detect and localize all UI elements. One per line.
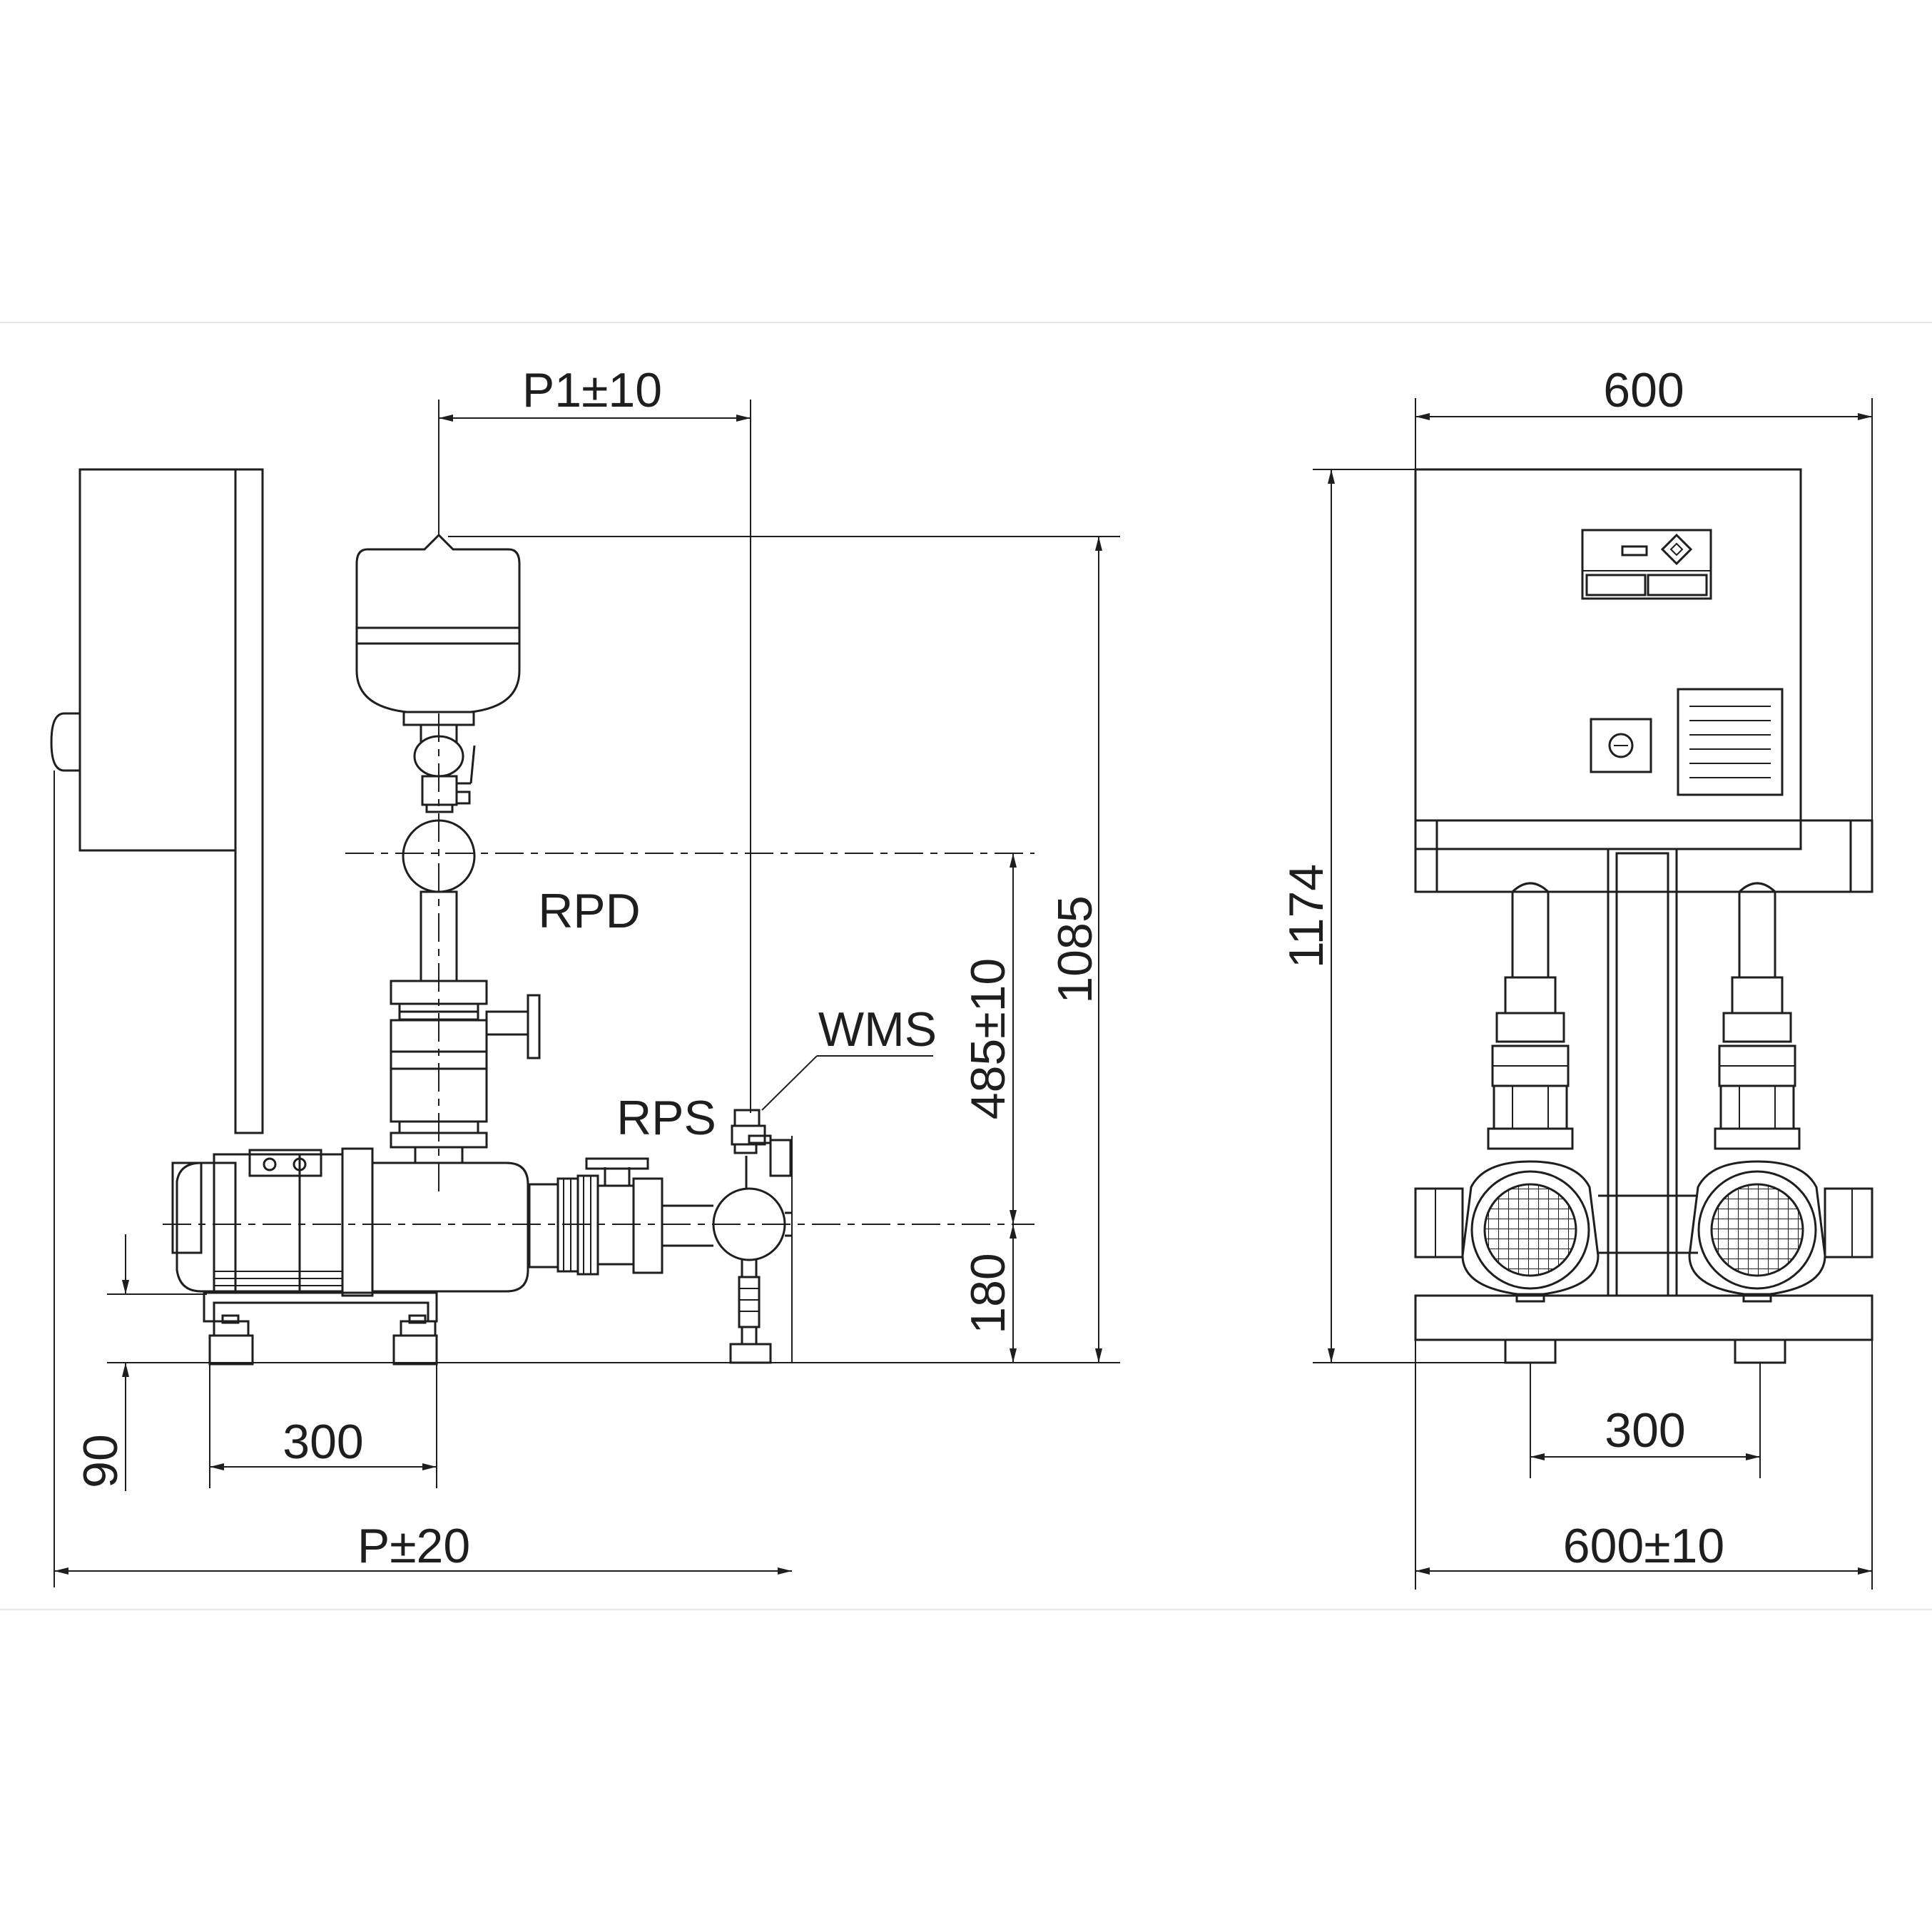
- dim-1085: [448, 536, 1120, 1363]
- control-cabinet-front: [1414, 468, 1802, 850]
- base-frame-front: [1414, 1294, 1873, 1364]
- discharge-manifold: [1414, 819, 1873, 893]
- suction-manifold-front: [1598, 1194, 1698, 1254]
- dim-600-top: [1415, 398, 1873, 820]
- dim-300-front-label: 300: [1605, 1403, 1685, 1458]
- dim-300-front: [1530, 1363, 1761, 1478]
- horizontal-pump: [171, 1147, 713, 1297]
- pump-base-frame: [203, 1291, 438, 1366]
- support-column: [1607, 848, 1678, 1297]
- dim-p1: [438, 400, 751, 1113]
- dim-1085-label: 1085: [1048, 895, 1102, 1003]
- front-view: 600 1174 300 600±10: [1279, 363, 1873, 1590]
- wms-leader-diag: [761, 1055, 818, 1111]
- dim-p20-label: P±20: [357, 1519, 470, 1573]
- label-wms: WMS: [818, 1002, 937, 1057]
- dim-600-top-label: 600: [1603, 363, 1684, 417]
- suction-manifold: [712, 1109, 793, 1364]
- dim-300-side-label: 300: [283, 1415, 363, 1469]
- dim-p1-label: P1±10: [522, 363, 662, 417]
- side-view: P1±10 1085 485±10 180 90: [50, 363, 1120, 1587]
- dim-180-label: 180: [961, 1253, 1015, 1333]
- control-cabinet-side: [50, 468, 264, 1587]
- label-rpd: RPD: [538, 884, 641, 938]
- pump-front-left: [1414, 882, 1600, 1303]
- dim-1174-label: 1174: [1279, 864, 1333, 968]
- dim-300-side: [209, 1364, 437, 1488]
- label-rps: RPS: [616, 1091, 716, 1145]
- dim-90-label: 90: [73, 1434, 128, 1488]
- dim-600-bottom-label: 600±10: [1563, 1519, 1724, 1573]
- pump-front-right: [1688, 882, 1873, 1303]
- dim-600-bottom: [1415, 1340, 1873, 1590]
- discharge-pipe-assembly: [390, 890, 541, 1164]
- dim-485-label: 485±10: [961, 958, 1015, 1119]
